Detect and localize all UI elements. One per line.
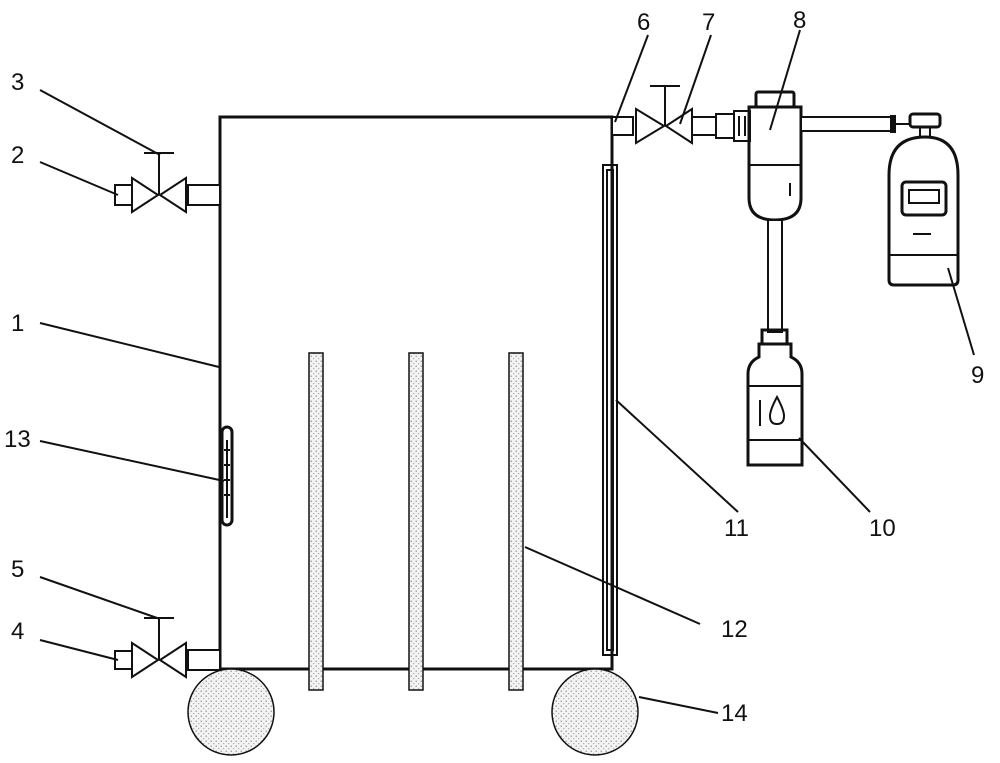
label-2: 2 xyxy=(11,142,24,169)
sight-glass xyxy=(602,164,618,656)
liquid-bottle xyxy=(746,219,804,467)
label-3: 3 xyxy=(11,69,24,96)
wheels xyxy=(187,668,639,756)
label-7: 7 xyxy=(702,9,715,36)
label-12: 12 xyxy=(721,616,748,643)
label-5: 5 xyxy=(11,556,24,583)
leader-lines xyxy=(39,29,975,714)
internal-rods xyxy=(308,352,524,691)
lower-left-valve xyxy=(114,617,221,679)
label-9: 9 xyxy=(971,362,984,389)
upper-left-valve xyxy=(114,152,221,214)
label-8: 8 xyxy=(793,7,806,34)
label-6: 6 xyxy=(637,9,650,36)
regulator xyxy=(715,90,896,222)
thermometer xyxy=(220,425,234,527)
labels: 3 2 1 13 5 4 6 7 8 9 10 11 12 14 xyxy=(4,7,984,727)
label-14: 14 xyxy=(721,700,748,727)
label-11: 11 xyxy=(724,515,749,542)
top-right-valve xyxy=(611,85,717,145)
label-10: 10 xyxy=(869,515,896,542)
label-13: 13 xyxy=(4,426,31,453)
label-4: 4 xyxy=(11,618,24,645)
label-1: 1 xyxy=(11,310,24,337)
gas-cylinder xyxy=(887,112,960,287)
